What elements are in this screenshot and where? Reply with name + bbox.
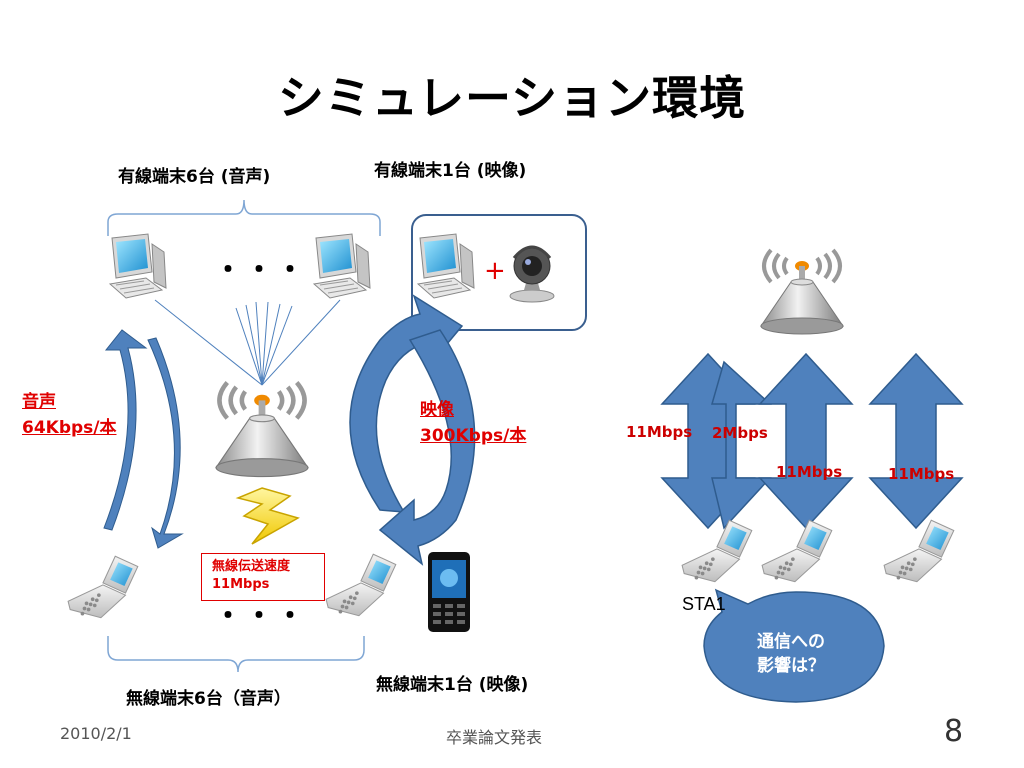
wired6-label: 有線端末6台 (音声) <box>118 167 271 187</box>
cellphone-icon-sta1 <box>681 519 753 583</box>
video-down-arrow <box>378 329 476 566</box>
wireless-rate-title: 無線伝送速度 <box>212 559 291 574</box>
page-number: 8 <box>944 714 964 749</box>
cellphone-icon <box>67 555 139 619</box>
bubble-text: 通信への 影響は？ <box>716 630 866 678</box>
wired1-label: 有線端末1台 (映像) <box>374 161 527 181</box>
wireless6-label: 無線端末6台（音声） <box>126 689 291 709</box>
pc-icon <box>109 233 167 299</box>
webcam-icon <box>509 245 555 303</box>
voice-down-arrow <box>147 337 184 549</box>
bandwidth-label-3: 11Mbps <box>776 463 843 481</box>
ellipsis-top: ・・・ <box>214 253 308 286</box>
bandwidth-arrow-4 <box>868 352 964 530</box>
access-point-icon-right <box>761 250 843 334</box>
slide-title: シミュレーション環境 <box>277 71 747 125</box>
wireless1-label: 無線端末1台 (映像) <box>376 675 529 695</box>
ellipsis-bottom: ・・・ <box>214 599 308 632</box>
voice-up-arrow <box>103 329 148 531</box>
pc-icon <box>313 233 371 299</box>
plus-sign: + <box>484 256 506 286</box>
lightning-icon <box>235 487 300 545</box>
bandwidth-label-4: 11Mbps <box>888 465 955 483</box>
bubble-line-2: 影響は？ <box>757 656 825 676</box>
access-point-icon <box>216 382 308 476</box>
voice-rate-label: 64Kbps/本 <box>22 418 117 438</box>
wireless-rate-box: 無線伝送速度 11Mbps <box>201 553 325 601</box>
bandwidth-arrow-3 <box>758 352 854 530</box>
cellphone-icon <box>761 519 833 583</box>
brace-bottom <box>107 636 365 673</box>
cellphone-icon <box>325 553 397 617</box>
smartphone-icon <box>428 552 470 632</box>
voice-label: 音声 <box>22 392 56 412</box>
footer-date: 2010/2/1 <box>60 724 132 743</box>
bandwidth-label-1: 11Mbps <box>626 423 693 441</box>
brace-top <box>107 199 381 236</box>
footer-title: 卒業論文発表 <box>446 728 543 747</box>
wired-links <box>154 299 341 386</box>
wireless-rate-value: 11Mbps <box>212 577 270 592</box>
video-label: 映像 <box>420 400 454 420</box>
video-rate-label: 300Kbps/本 <box>420 426 527 446</box>
cellphone-icon <box>883 519 955 583</box>
sta1-label: STA1 <box>682 594 726 614</box>
bandwidth-label-2: 2Mbps <box>712 424 768 442</box>
speech-bubble <box>703 588 885 703</box>
bubble-line-1: 通信への <box>757 632 825 652</box>
